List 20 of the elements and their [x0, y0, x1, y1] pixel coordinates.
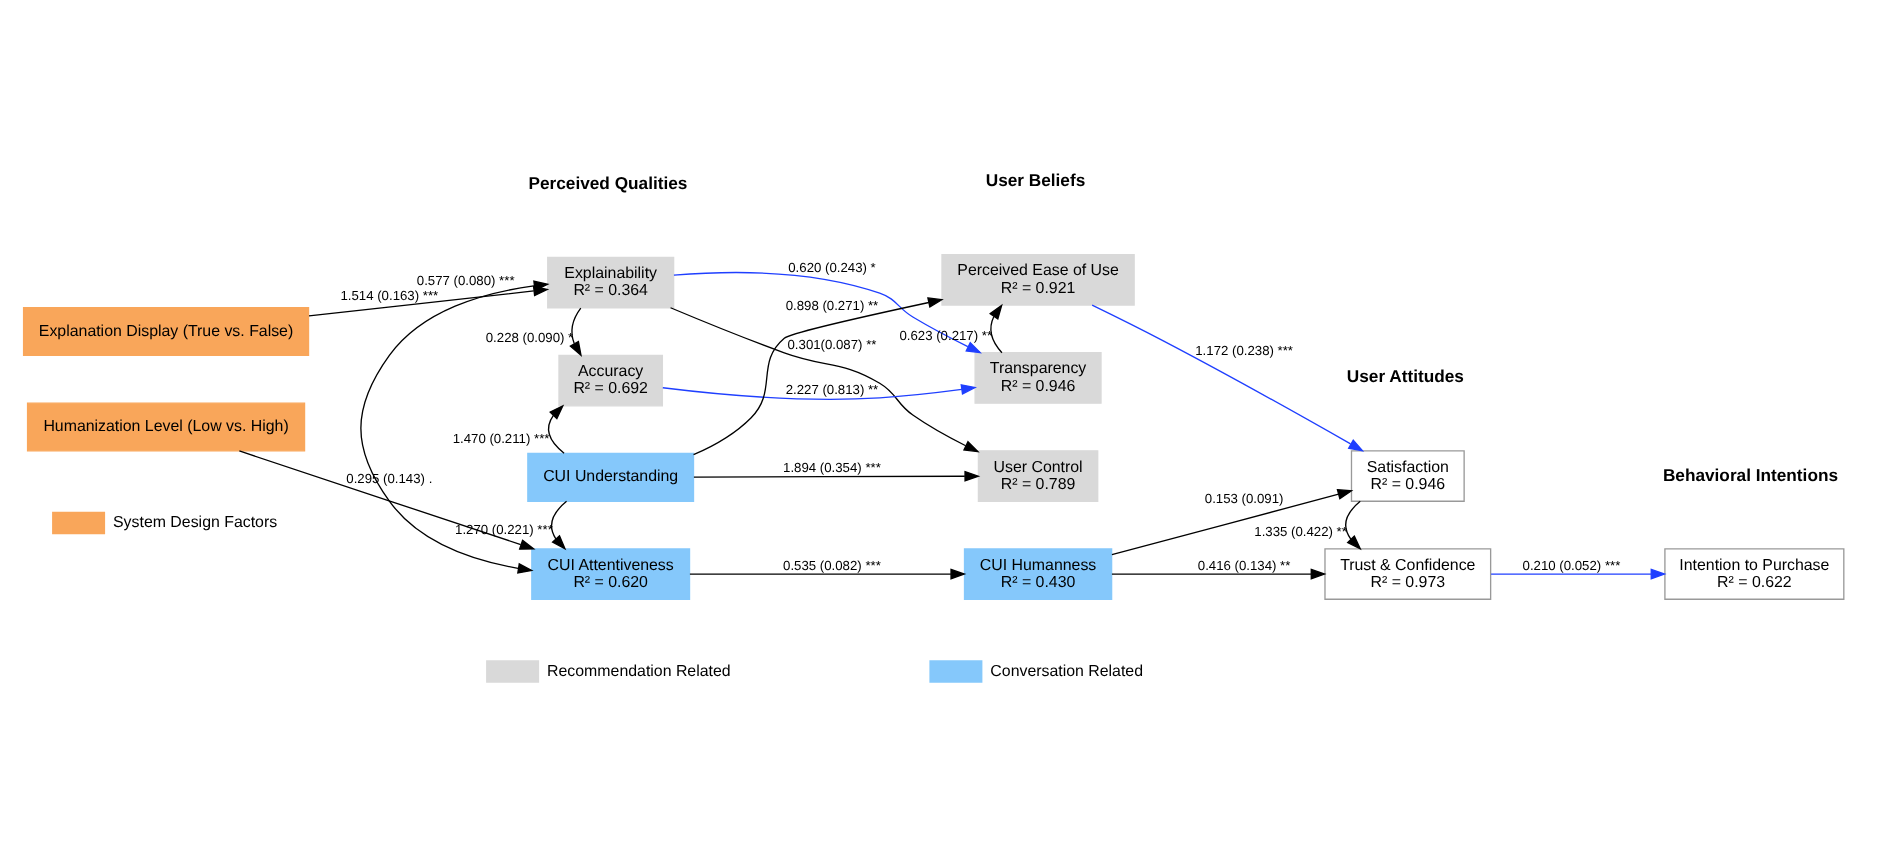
arrow — [547, 404, 565, 454]
arrow — [1091, 304, 1365, 452]
label: User Beliefs — [985, 170, 1086, 191]
arrow — [989, 303, 1003, 354]
label: Perceived Qualities — [528, 172, 688, 193]
label: User Attitudes — [1346, 366, 1464, 387]
label: Behavioral Intentions — [1662, 464, 1839, 485]
arrow — [550, 500, 568, 551]
arrow — [1111, 568, 1327, 580]
arrow — [238, 450, 536, 550]
arrow — [689, 568, 967, 580]
arrow — [662, 383, 977, 400]
arrow — [692, 297, 944, 456]
arrow — [669, 307, 980, 453]
arrow — [569, 307, 582, 358]
arrow — [1345, 500, 1362, 551]
arrow — [1111, 488, 1354, 556]
arrow — [1490, 568, 1667, 580]
arrow — [693, 470, 981, 482]
arrow — [673, 272, 982, 354]
